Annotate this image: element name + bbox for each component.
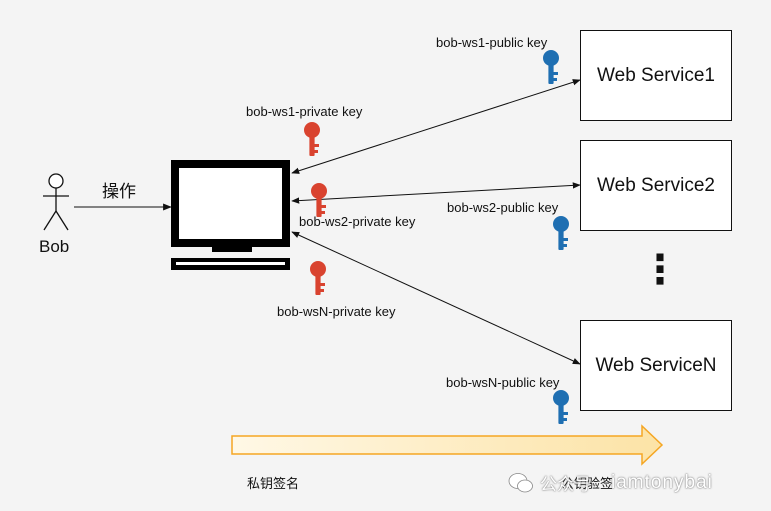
arrow-ws2 [291, 182, 581, 204]
web-service-2-box: Web Service2 [580, 140, 732, 231]
computer-monitor-icon [171, 160, 290, 270]
blue-key-icon [543, 50, 559, 84]
arrow-wsn [291, 231, 581, 365]
web-service-1-box: Web Service1 [580, 30, 732, 121]
public-key-label-ws2: bob-ws2-public key [447, 200, 559, 215]
watermark-user: iamtonybai [611, 471, 713, 493]
private-key-label-ws2: bob-ws2-private key [299, 214, 416, 229]
blue-key-icon [553, 390, 569, 424]
red-key-icon [310, 261, 326, 295]
private-key-label-ws1: bob-ws1-private key [246, 104, 363, 119]
arrow-ws1 [291, 79, 581, 174]
verify-label: 公钥验签 [561, 476, 614, 491]
stick-figure-icon [43, 173, 69, 231]
watermark-channel: 公众号 [540, 475, 591, 494]
sign-label: 私钥签名 [247, 476, 300, 491]
watermark: 公众号 iamtonybai [508, 470, 713, 495]
person-label: Bob [39, 237, 70, 256]
private-key-label-wsn: bob-wsN-private key [277, 304, 396, 319]
red-key-icon [304, 122, 320, 156]
wechat-icon [508, 472, 533, 492]
web-service-n-box: Web ServiceN [580, 320, 732, 411]
public-key-label-ws1: bob-ws1-public key [436, 35, 548, 50]
blue-key-icon [553, 216, 569, 250]
public-key-label-wsn: bob-wsN-public key [446, 375, 560, 390]
action-label: 操作 [102, 182, 136, 201]
ellipsis-vertical: ⋮ [640, 248, 680, 292]
flow-arrow [231, 424, 664, 466]
